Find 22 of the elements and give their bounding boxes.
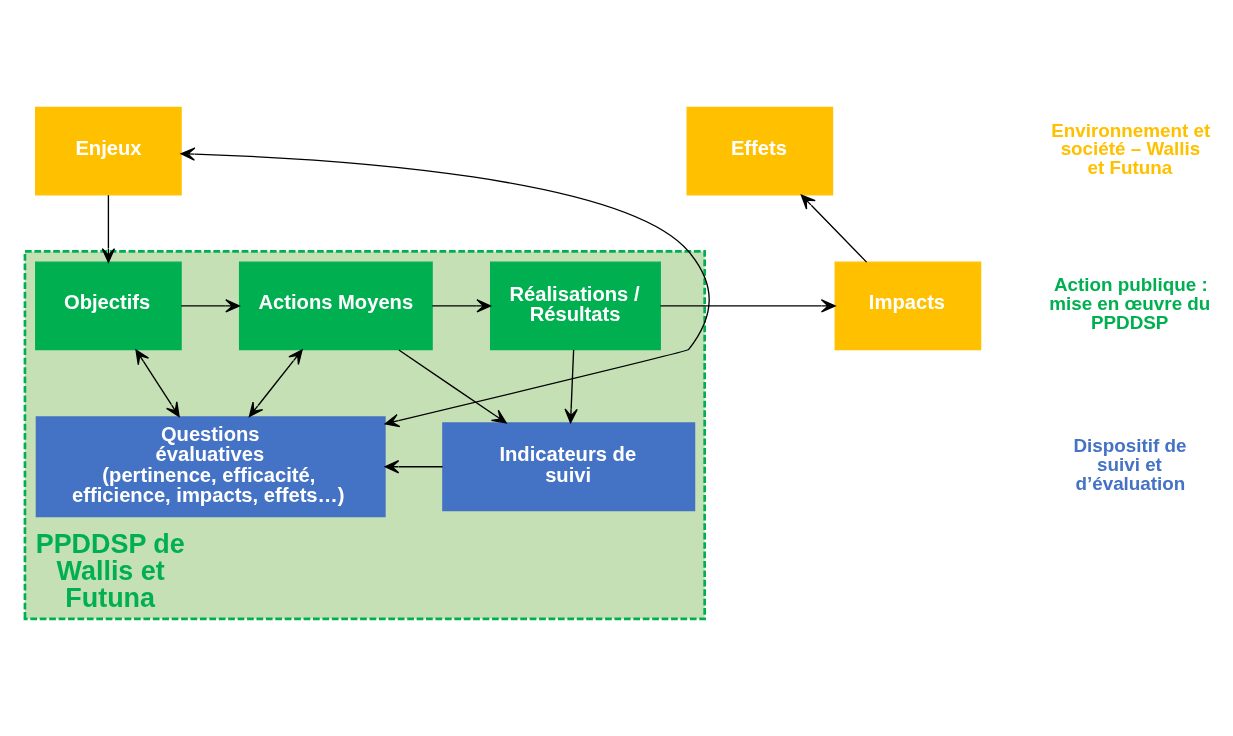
arrow [180, 146, 710, 427]
label: Environnement et société – Wallis et Futuna [1051, 119, 1211, 178]
label: Dispositif de suivi et d’évaluation [1073, 434, 1187, 494]
node-box: Objectifs [35, 261, 182, 350]
node-box: Enjeux [35, 106, 182, 196]
arrow [180, 298, 240, 313]
node-box: Indicateurs de suivi [442, 421, 696, 511]
arrow [135, 348, 180, 417]
node-box: Actions Moyens [238, 261, 433, 350]
arrow [248, 348, 303, 417]
arrow [659, 298, 836, 313]
label: Action publique : mise en œuvre du PPDDSP [1049, 273, 1211, 333]
node-box: Effets [686, 106, 834, 196]
arrow [398, 348, 507, 424]
arrow [101, 194, 116, 263]
node-box: Questions évaluatives (pertinence, efficacité, efficience, impacts, effets…) [35, 415, 386, 517]
arrow [431, 298, 492, 313]
node-box: Impacts [834, 261, 982, 350]
arrow [564, 348, 578, 423]
arrow [800, 194, 868, 263]
arrow [384, 459, 444, 473]
node-box: Réalisations / Résultats [489, 261, 661, 350]
